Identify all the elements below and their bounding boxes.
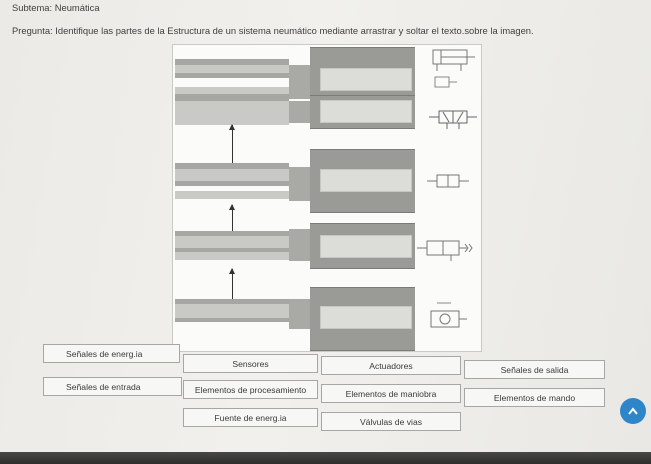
stage-energy — [173, 285, 481, 351]
scroll-top-button[interactable] — [620, 398, 646, 424]
drop-zone-1[interactable] — [320, 68, 412, 91]
compressor-icon — [430, 302, 467, 328]
drop-zone-3[interactable] — [320, 169, 412, 192]
option-sensores[interactable]: Sensores — [183, 354, 318, 373]
cylinder-icon — [432, 49, 475, 88]
valve-icon — [427, 174, 469, 188]
option-senales-entrada[interactable]: Señales de entrada — [43, 377, 182, 396]
drop-zone-5[interactable] — [320, 306, 412, 329]
question-text: Pregunta: Identifique las partes de la E… — [12, 25, 534, 36]
pneumatic-diagram — [172, 44, 482, 352]
option-actuadores[interactable]: Actuadores — [321, 356, 461, 375]
stage-input — [173, 223, 481, 289]
chevron-up-icon — [628, 407, 638, 415]
stage-control — [173, 95, 481, 163]
option-elementos-procesamiento[interactable]: Elementos de procesamiento — [183, 380, 318, 399]
option-elementos-mando[interactable]: Elementos de mando — [464, 388, 605, 407]
option-elementos-maniobra[interactable]: Elementos de maniobra — [321, 384, 461, 403]
directional-valve-icon — [429, 110, 477, 129]
stage-processing — [173, 149, 481, 215]
drop-zone-2[interactable] — [320, 100, 412, 123]
option-fuente-energia[interactable]: Fuente de energ.ia — [183, 408, 318, 427]
limit-valve-icon — [417, 240, 473, 261]
signal-arrow — [229, 268, 235, 301]
signal-arrow — [229, 204, 235, 239]
option-senales-salida[interactable]: Señales de salida — [464, 360, 605, 379]
taskbar — [0, 452, 651, 464]
option-valvulas-vias[interactable]: Válvulas de vias — [321, 412, 461, 431]
option-senales-energia[interactable]: Señales de energ.ia — [43, 344, 180, 363]
signal-arrow — [229, 124, 235, 165]
drop-zone-4[interactable] — [320, 235, 412, 258]
subtema-label: Subtema: Neumática — [12, 2, 100, 13]
